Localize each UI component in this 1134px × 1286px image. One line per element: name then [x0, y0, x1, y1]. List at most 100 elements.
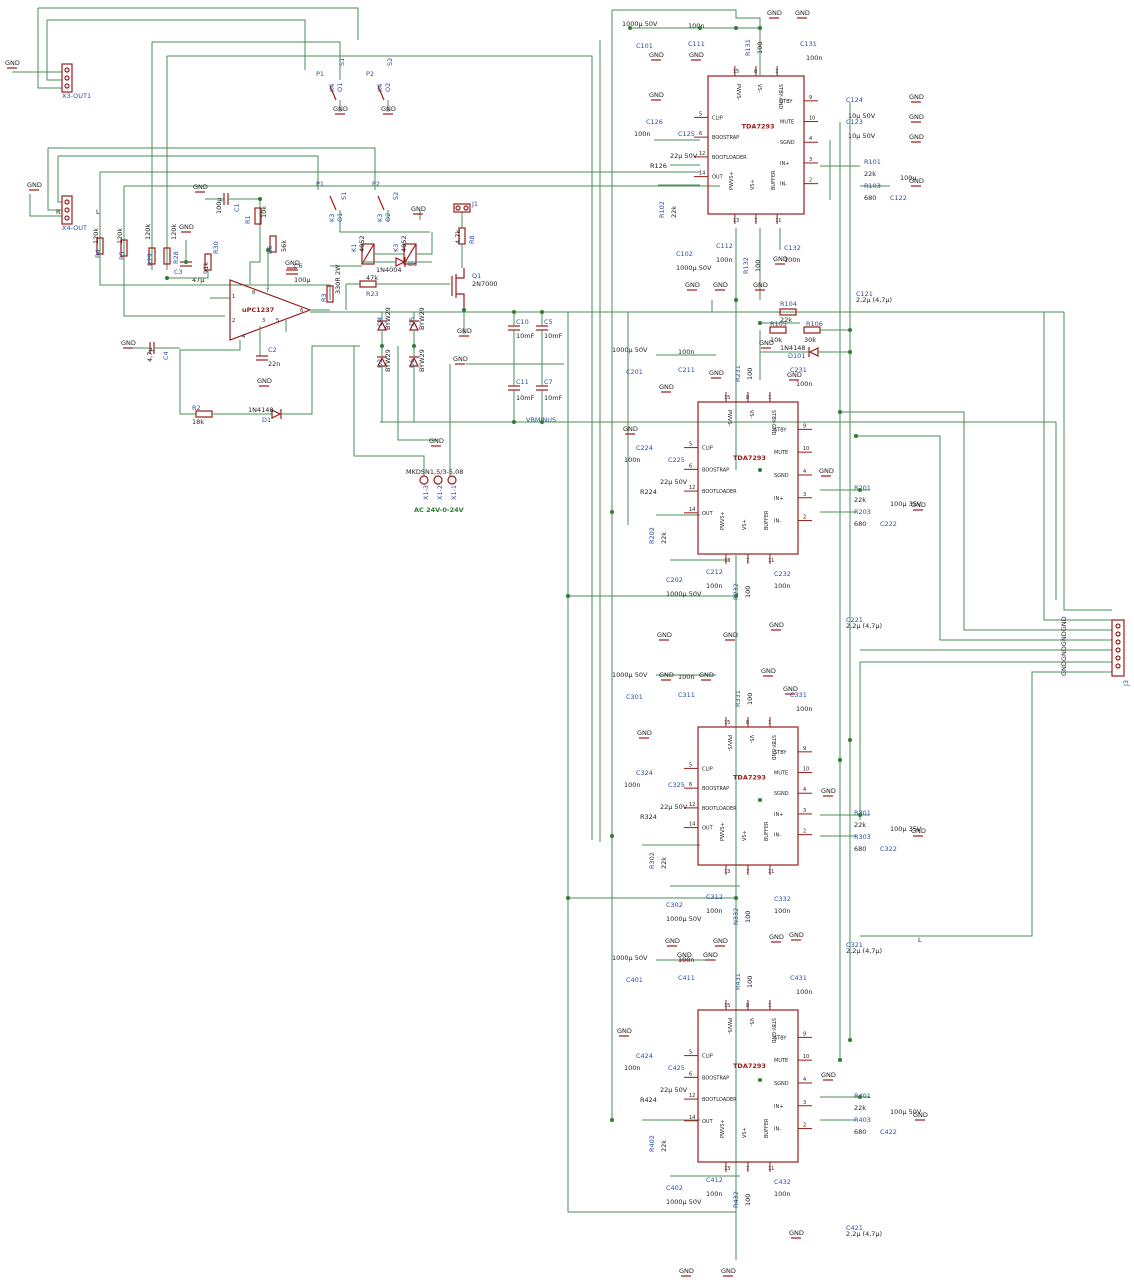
component-label: 100n [774, 907, 791, 915]
svg-text:10mF: 10mF [516, 394, 535, 402]
amplifier-part-label: TDA7293 [742, 122, 775, 130]
gnd-symbol: GND [821, 787, 836, 797]
component-label: 22k [660, 857, 668, 869]
svg-text:10mF: 10mF [544, 332, 563, 340]
svg-text:D3: D3 [408, 260, 417, 268]
wire-bus [12, 7, 1112, 1213]
gnd-label: GND [753, 281, 768, 289]
component-label: 100n [678, 673, 695, 681]
svg-text:S2: S2 [392, 192, 400, 200]
svg-text:X3-OUT1: X3-OUT1 [62, 92, 91, 100]
component-label: R402 [648, 1135, 656, 1152]
gnd-symbol: GND [789, 1229, 804, 1239]
component-label: 100 [756, 42, 764, 54]
gnd-symbol: GND [429, 437, 444, 447]
svg-text:BYW29: BYW29 [384, 307, 392, 330]
svg-text:R28: R28 [172, 251, 180, 264]
gnd-label: GND [179, 223, 194, 231]
pin-name: STBY [780, 99, 793, 105]
gnd-label: GND [699, 671, 714, 679]
component-label: R132 [742, 257, 750, 274]
gnd-symbol: GND [637, 729, 652, 739]
gnd-label: GND [713, 281, 728, 289]
gnd-label: GND [769, 621, 784, 629]
component-label: 100n [706, 582, 723, 590]
svg-text:BYW29: BYW29 [418, 349, 426, 372]
gnd-label: GND [659, 671, 674, 679]
junction-dot [610, 510, 614, 514]
svg-text:MKDSN1,5/3-5,08: MKDSN1,5/3-5,08 [406, 468, 463, 476]
component-label: 100µ 50V [890, 1108, 922, 1116]
gnd-symbol: GND [769, 621, 784, 631]
junction-dot [758, 26, 762, 30]
gnd-symbol: GND [723, 631, 738, 641]
svg-text:4,7k: 4,7k [454, 230, 462, 244]
component-label: R232 [732, 583, 740, 600]
component-label: C124 [846, 96, 863, 104]
gnd-symbol: GND [821, 1071, 836, 1081]
svg-text:D1: D1 [262, 416, 271, 424]
pin-name: STBY [774, 1035, 787, 1041]
svg-text:O1: O1 [336, 83, 344, 92]
gnd-symbol: GND [909, 177, 924, 187]
component-label: C101 [636, 42, 653, 50]
svg-text:R4: R4 [94, 249, 102, 258]
pin-number: 5 [689, 442, 692, 448]
svg-text:7: 7 [266, 288, 269, 294]
gnd-label: GND [381, 105, 396, 113]
pin-number: 12 [689, 485, 695, 491]
pin-number: 14 [689, 1115, 695, 1121]
junction-dot [412, 344, 416, 348]
pin-number: 14 [699, 171, 705, 177]
pin-number: 6 [689, 463, 692, 469]
pin-name: BOOTLOADER [702, 806, 737, 812]
tda7293-amplifier-4: TDA72935CLIP6BOOSTRAP12BOOTLOADER14OUT9S… [612, 954, 922, 1238]
svg-text:4: 4 [242, 334, 245, 340]
svg-text:D4: D4 [376, 317, 384, 326]
pin-name: PWVS- [726, 1018, 732, 1035]
svg-text:X1-2: X1-2 [436, 485, 444, 500]
svg-text:C4: C4 [162, 351, 170, 360]
junction-dot [848, 738, 852, 742]
gnd-symbol: GND [789, 931, 804, 941]
svg-text:R30: R30 [212, 241, 220, 254]
gnd-symbol: GND [913, 1111, 928, 1121]
component-label: R131 [744, 39, 752, 56]
gnd-label: GND [121, 339, 136, 347]
pin-number: 15 [724, 395, 730, 401]
gnd-label: GND [721, 1267, 736, 1275]
pin-name: BUFFER [764, 1118, 770, 1138]
gnd-label: GND [411, 205, 426, 213]
pin-number: 3 [803, 808, 806, 814]
gnd-label: GND [913, 1111, 928, 1119]
gnd-label: GND [703, 951, 718, 959]
component-label: C102 [676, 250, 693, 258]
junction-dot [266, 248, 270, 252]
pin-name: MUTE [774, 771, 788, 777]
junction-dot [540, 310, 544, 314]
svg-text:P1: P1 [316, 70, 324, 78]
pin-name: BOOSTRAP [702, 786, 729, 792]
svg-text:1: 1 [232, 294, 235, 300]
gnd-label: GND [665, 937, 680, 945]
pin-number: 13 [733, 218, 739, 224]
pin-number: 2 [803, 515, 806, 521]
pin-name: CLIP [702, 1054, 713, 1060]
component-label: 100µ 35V [890, 500, 922, 508]
pin-name: CLIP [712, 115, 723, 121]
svg-text:100µ: 100µ [215, 197, 223, 214]
component-label: C321 [846, 941, 863, 949]
gnd-symbol: GND [665, 937, 680, 947]
junction-dot [758, 1078, 762, 1082]
pin-name: VS- [748, 735, 754, 744]
junction-dot [838, 1058, 842, 1062]
junction-dot [734, 896, 738, 900]
svg-text:R6: R6 [266, 245, 274, 254]
svg-text:C6: C6 [294, 262, 303, 270]
component-label: C212 [706, 568, 723, 576]
pin-number: 6 [699, 131, 702, 137]
gnd-symbol: GND [679, 1267, 694, 1277]
component-label: N332 [732, 908, 740, 925]
junction-dot [838, 758, 842, 762]
